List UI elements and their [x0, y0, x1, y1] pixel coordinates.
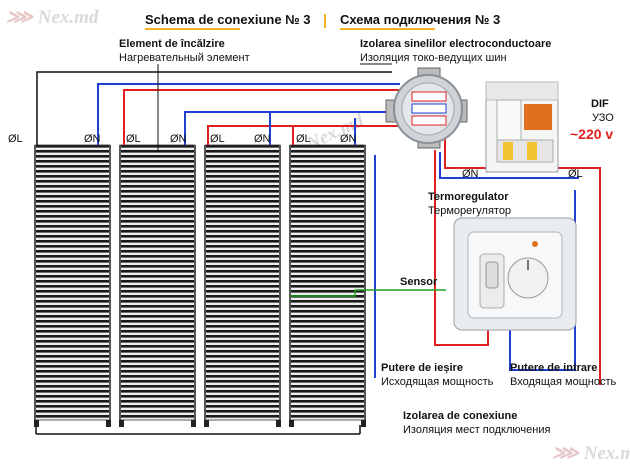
- thermostat-label-ro: Termoregulator: [428, 191, 509, 203]
- sensor-wire: [290, 289, 446, 297]
- title-ro-underline: [145, 28, 240, 30]
- terminal-n-strip-3: ØN: [254, 133, 271, 145]
- heating-element-label-ro: Element de încălzire: [119, 38, 225, 50]
- watermark-text: Nex.md: [583, 443, 630, 464]
- watermark-bottom-right: ⋙ Nex.md: [552, 442, 630, 465]
- terminal-l-strip-4: ØL: [296, 133, 311, 145]
- junction-box: [385, 67, 468, 149]
- input-power-label-ro: Putere de intrare: [510, 362, 598, 374]
- thermostat-label-ru: Терморегулятор: [428, 205, 512, 217]
- terminal-l-strip-2: ØL: [126, 133, 141, 145]
- thermostat: [453, 217, 577, 331]
- heating-strip-2: [119, 144, 196, 427]
- busbar-insulation-label-ru: Изоляция токо-ведущих шин: [360, 52, 507, 64]
- dif-label-ru: УЗО: [592, 112, 614, 124]
- busbar-insulation-label-ro: Izolarea sinelilor electroconductoare: [360, 38, 552, 50]
- output-power-label-ru: Исходящая мощность: [381, 376, 494, 388]
- terminal-l-strip-3: ØL: [210, 133, 225, 145]
- terminal-n-dif: ØN: [462, 168, 479, 180]
- watermark-icon: ⋙: [552, 443, 580, 464]
- output-power-label-ro: Putere de ieșire: [381, 362, 463, 374]
- terminal-n-strip-4: ØN: [340, 133, 357, 145]
- terminal-n-strip-1: ØN: [84, 133, 101, 145]
- connection-insulation-label-ro: Izolarea de conexiune: [403, 410, 518, 422]
- watermark-text: Nex.md: [37, 7, 99, 28]
- dif-breaker: [485, 81, 559, 173]
- watermark-top-left: ⋙ Nex.md: [6, 6, 98, 29]
- input-power-label-ru: Входящая мощность: [510, 376, 617, 388]
- terminal-l-strip-1: ØL: [8, 133, 23, 145]
- heating-strip-3: [204, 144, 281, 427]
- title-divider: [324, 14, 326, 28]
- dif-label-ro: DIF: [591, 98, 609, 110]
- heating-strip-4: [289, 144, 366, 427]
- heating-element-label-ru: Нагревательный элемент: [119, 52, 250, 64]
- heating-strip-1: [34, 144, 111, 427]
- sensor-label: Sensor: [400, 276, 438, 288]
- phase-wires: [123, 89, 601, 385]
- voltage-label: ~220 v: [570, 126, 614, 142]
- title-ro: Schema de conexiune № 3: [145, 12, 311, 27]
- black-wires: [35, 71, 392, 435]
- terminal-l-dif: ØL: [568, 168, 583, 180]
- connection-insulation-label-ru: Изоляция мест подключения: [403, 424, 551, 436]
- title-ru: Схема подключения № 3: [340, 12, 501, 27]
- watermark-icon: ⋙: [6, 7, 34, 28]
- title-ru-underline: [340, 28, 435, 30]
- terminal-n-strip-2: ØN: [170, 133, 187, 145]
